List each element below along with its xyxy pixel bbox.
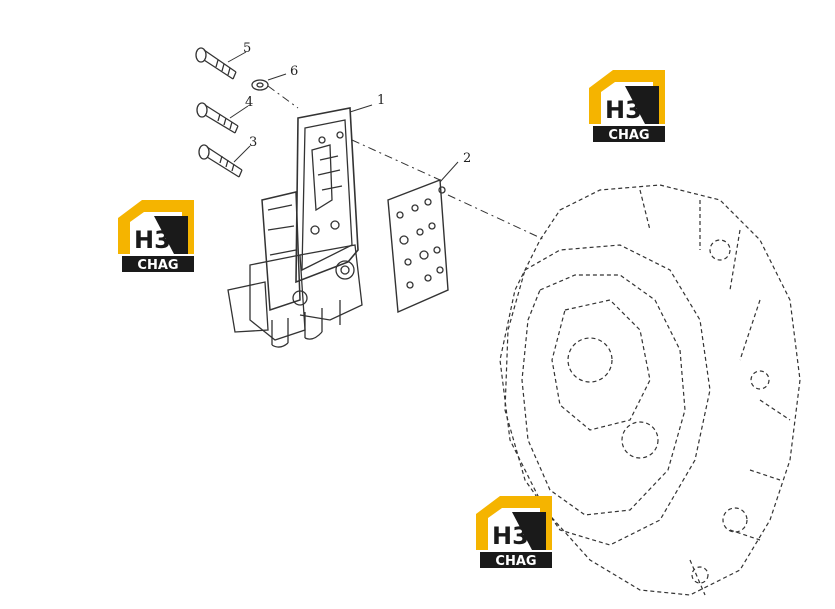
callout-4: 4: [245, 95, 253, 110]
callout-labels: 5 6 4 3 1 2: [243, 41, 471, 166]
bolt-3: [198, 144, 243, 178]
logo-word: CHAG: [137, 258, 178, 273]
watermark-logo: H3 CHAG: [472, 492, 554, 570]
watermark-logo: H3 CHAG: [114, 196, 196, 274]
valve-body-assembly: [227, 107, 363, 348]
transmission-housing: [499, 184, 801, 596]
callout-2: 2: [463, 151, 471, 166]
leader-lines: [227, 51, 459, 183]
bolt-5: [195, 47, 237, 80]
logo-word: CHAG: [608, 128, 649, 143]
washer-6: [251, 79, 269, 91]
callout-1: 1: [377, 93, 385, 108]
watermark-logo: H3 CHAG: [585, 66, 667, 144]
bolt-4: [196, 102, 239, 134]
separator-plate-gasket: [387, 179, 449, 314]
logo-code: H3: [492, 522, 529, 550]
logo-word: CHAG: [495, 554, 536, 569]
callout-6: 6: [290, 64, 298, 79]
callout-5: 5: [243, 41, 251, 56]
logo-code: H3: [134, 226, 171, 254]
logo-code: H3: [605, 96, 642, 124]
assembly-centerlines: [267, 85, 546, 241]
callout-3: 3: [249, 135, 257, 150]
